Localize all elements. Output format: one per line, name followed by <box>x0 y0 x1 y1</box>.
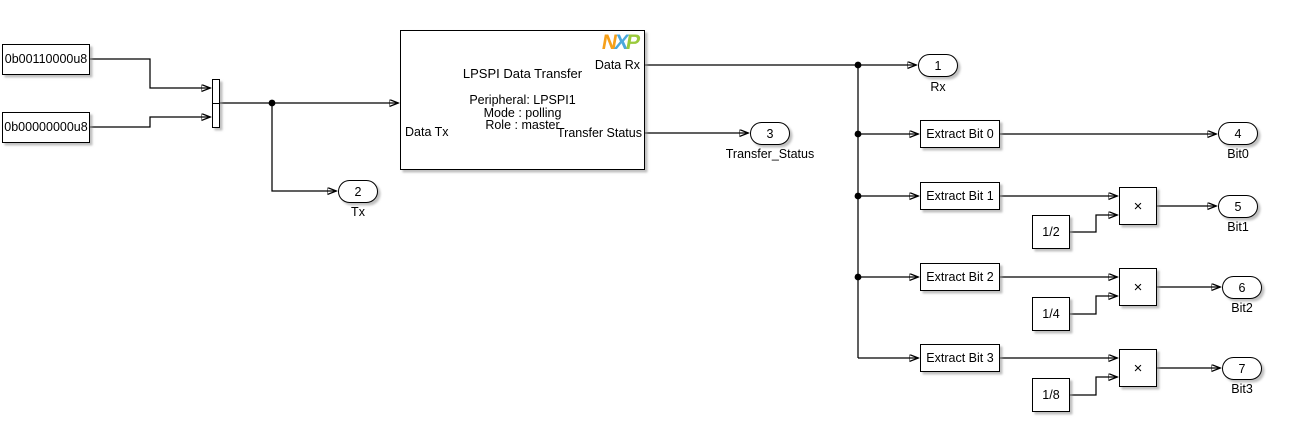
lpspi-param-mode: Mode : polling <box>483 105 562 120</box>
wire-gain14-to-product2[interactable] <box>1070 296 1117 315</box>
lpspi-data-transfer-block[interactable]: NXP LPSPI Data Transfer Peripheral: LPSP… <box>400 30 645 170</box>
nxp-letter-p: P <box>624 31 641 54</box>
gain-eighth-block[interactable]: 1/8 <box>1032 378 1070 412</box>
multiply-symbol: × <box>1133 278 1143 296</box>
wire-gain12-to-product1[interactable] <box>1070 215 1117 233</box>
product-block-2[interactable]: × <box>1119 268 1157 306</box>
mux-block[interactable] <box>212 79 220 128</box>
outport-label-data-rx: Data Rx <box>594 58 640 72</box>
outport-label-bit0[interactable]: Bit0 <box>1227 147 1249 161</box>
nxp-logo: NXP <box>600 31 641 54</box>
junction-dot <box>854 130 862 138</box>
extract-bit-3-block[interactable]: Extract Bit 3 <box>920 344 1000 372</box>
mux-divider <box>213 102 219 104</box>
junction-dot <box>268 99 276 107</box>
outport-5[interactable]: 5 <box>1218 195 1258 218</box>
junction-dot <box>854 192 862 200</box>
multiply-symbol: × <box>1133 359 1143 377</box>
outport-label-transfer-status-caption[interactable]: Transfer_Status <box>725 147 815 161</box>
outport-label-transfer-status: Transfer Status <box>557 126 642 140</box>
wire-const1-to-mux[interactable] <box>90 117 210 128</box>
inport-label-data-tx: Data Tx <box>405 125 449 139</box>
port-number: 6 <box>1238 280 1246 295</box>
port-number: 3 <box>766 126 774 141</box>
wire-branch-to-tx-port[interactable] <box>271 103 336 191</box>
outport-3[interactable]: 3 <box>750 122 790 145</box>
outport-6[interactable]: 6 <box>1222 276 1262 299</box>
junction-dot <box>854 61 862 69</box>
multiply-symbol: × <box>1133 197 1143 215</box>
port-number: 5 <box>1234 199 1242 214</box>
constant-block-1[interactable]: 0b00000000u8 <box>2 112 90 143</box>
constant-block-0[interactable]: 0b00110000u8 <box>2 44 90 75</box>
lpspi-param-role: Role : master <box>485 118 560 132</box>
junction-dot <box>854 273 862 281</box>
wire-gain18-to-product3[interactable] <box>1070 377 1117 396</box>
outport-label-bit2[interactable]: Bit2 <box>1231 301 1253 315</box>
outport-4[interactable]: 4 <box>1218 122 1258 145</box>
port-number: 2 <box>354 184 362 199</box>
wire-const0-to-mux[interactable] <box>90 58 210 88</box>
extract-bit-2-block[interactable]: Extract Bit 2 <box>920 263 1000 291</box>
outport-label-bit1[interactable]: Bit1 <box>1227 220 1249 234</box>
outport-7[interactable]: 7 <box>1222 357 1262 380</box>
outport-1[interactable]: 1 <box>918 54 958 77</box>
port-number: 4 <box>1234 126 1242 141</box>
lpspi-block-title: LPSPI Data Transfer <box>462 66 583 81</box>
extract-bit-0-block[interactable]: Extract Bit 0 <box>920 120 1000 148</box>
product-block-1[interactable]: × <box>1119 187 1157 225</box>
lpspi-param-peripheral: Peripheral: LPSPI1 <box>469 93 576 107</box>
port-number: 1 <box>934 58 942 73</box>
gain-half-block[interactable]: 1/2 <box>1032 215 1070 249</box>
product-block-3[interactable]: × <box>1119 349 1157 387</box>
outport-label-bit3[interactable]: Bit3 <box>1231 382 1253 396</box>
extract-bit-1-block[interactable]: Extract Bit 1 <box>920 182 1000 210</box>
gain-quarter-block[interactable]: 1/4 <box>1032 297 1070 331</box>
lpspi-block-params: Peripheral: LPSPI1 Mode : polling Role :… <box>401 94 644 132</box>
outport-label-tx[interactable]: Tx <box>351 205 365 219</box>
outport-label-rx[interactable]: Rx <box>930 80 946 94</box>
outport-2[interactable]: 2 <box>338 180 378 203</box>
port-number: 7 <box>1238 361 1246 376</box>
